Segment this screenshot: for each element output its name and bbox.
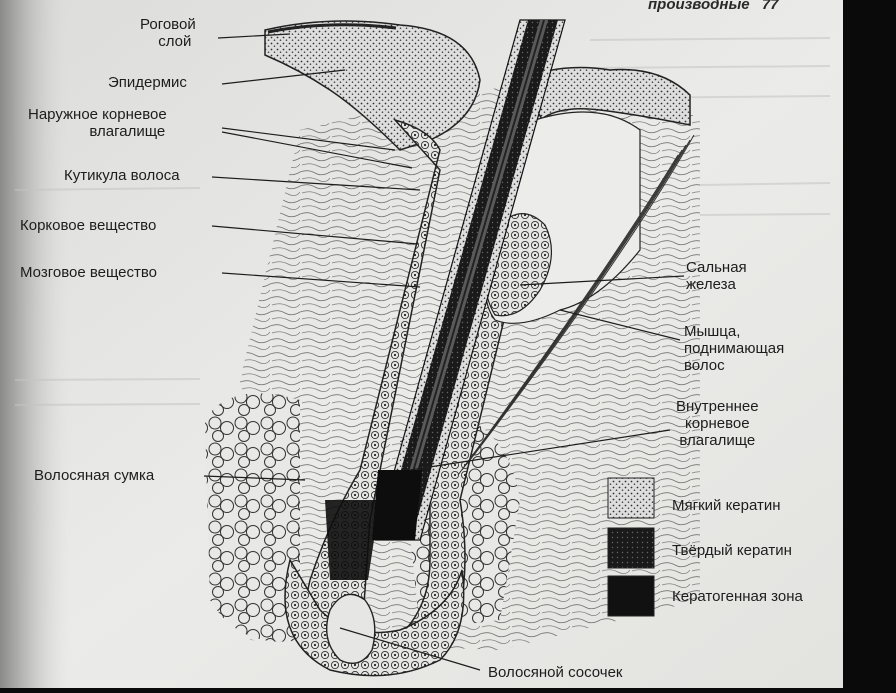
label-horny-layer: Роговой слой — [140, 16, 196, 50]
legend-label-soft-keratin: Мягкий кератин — [672, 497, 781, 514]
label-horny-layer-line1: Роговой — [140, 16, 196, 33]
label-inner-root-sheath-line1: Внутреннее — [676, 398, 759, 415]
label-arrector-muscle-line2: поднимающая — [684, 340, 785, 357]
legend-swatch-soft-keratin — [607, 477, 655, 519]
label-hair-follicle: Волосяная сумка — [34, 467, 155, 484]
label-cortex: Корковое вещество — [20, 217, 157, 234]
label-epidermis: Эпидермис — [108, 74, 187, 91]
label-outer-root-sheath-line2: влагалище — [89, 123, 166, 140]
label-hair-papilla: Волосяной сосочек — [488, 664, 623, 681]
label-arrector-muscle: Мышца, поднимающая волос — [684, 323, 784, 374]
label-inner-root-sheath: Внутреннее корневое влагалище — [676, 398, 759, 449]
label-outer-root-sheath: Наружное корневое влагалище — [28, 106, 167, 140]
label-hair-cuticle: Кутикула волоса — [64, 167, 180, 184]
legend-label-hard-keratin: Твёрдый кератин — [672, 542, 792, 559]
label-sebaceous-gland: Сальная железа — [686, 259, 747, 293]
label-arrector-muscle-line3: волос — [684, 357, 725, 374]
label-outer-root-sheath-line1: Наружное корневое — [28, 106, 167, 123]
legend-label-keratogenous-zone: Кератогенная зона — [672, 588, 803, 605]
legend-swatch-hard-keratin — [607, 527, 655, 569]
label-sebaceous-gland-line2: железа — [686, 276, 736, 293]
label-horny-layer-line2: слой — [158, 33, 192, 50]
label-arrector-muscle-line1: Мышца, — [684, 323, 741, 340]
label-medulla: Мозговое вещество — [20, 264, 158, 281]
page-number: 77 — [761, 0, 779, 13]
label-inner-root-sheath-line3: влагалище — [679, 432, 756, 449]
label-sebaceous-gland-line1: Сальная — [686, 259, 747, 276]
legend-swatch-keratogenous-zone — [607, 575, 655, 617]
running-head: производные — [648, 0, 750, 13]
page-header: производные 77 — [648, 0, 779, 13]
label-inner-root-sheath-line2: корневое — [685, 415, 750, 432]
